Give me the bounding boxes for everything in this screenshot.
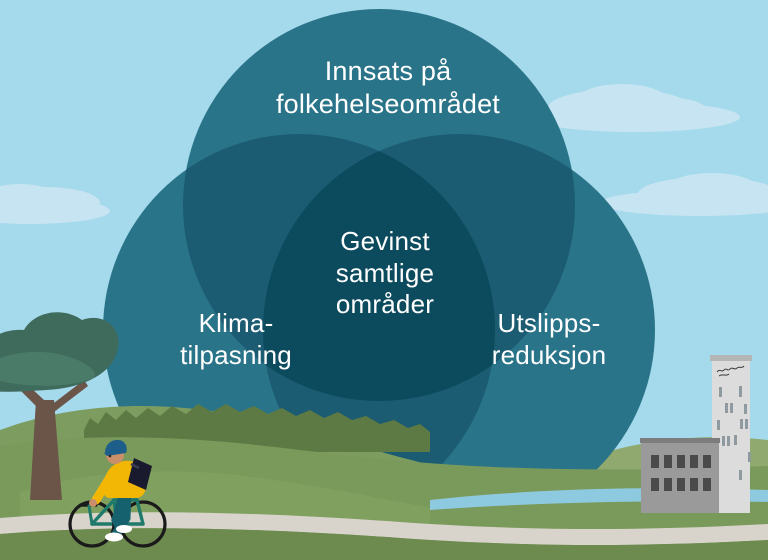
- tree-trunk: [30, 400, 62, 500]
- building-block-roof: [640, 438, 720, 443]
- rider-shoe-front: [105, 532, 123, 542]
- building-group: [640, 355, 752, 513]
- building-tower-sign: [716, 365, 745, 377]
- building-tower-roof: [710, 355, 752, 361]
- grass-foreground: [0, 528, 768, 560]
- rider-helmet: [105, 439, 127, 453]
- overlap-triple: [263, 134, 495, 401]
- rider-backpack-strap: [130, 462, 140, 470]
- rider-hand: [89, 499, 97, 507]
- tree-branch-right: [50, 380, 88, 412]
- bike-fork: [87, 504, 94, 526]
- cloud-top-right: [530, 84, 740, 132]
- cloud-group: [0, 84, 768, 224]
- rider-arm: [91, 469, 117, 505]
- building-tower-windows: [717, 386, 751, 480]
- building-block-windows: [651, 455, 711, 491]
- cloud-right-lower: [600, 173, 768, 216]
- tree-canopy-highlight: [0, 351, 95, 386]
- rider-eye: [108, 454, 112, 458]
- overlap-triple-group: [263, 134, 495, 401]
- rider-helmet-brim: [104, 450, 126, 456]
- cloud-left-lower: [0, 184, 110, 224]
- cyclist: [68, 439, 167, 548]
- rider-shoe-back: [116, 525, 132, 533]
- tree: [0, 312, 119, 500]
- bike-path: [0, 512, 768, 545]
